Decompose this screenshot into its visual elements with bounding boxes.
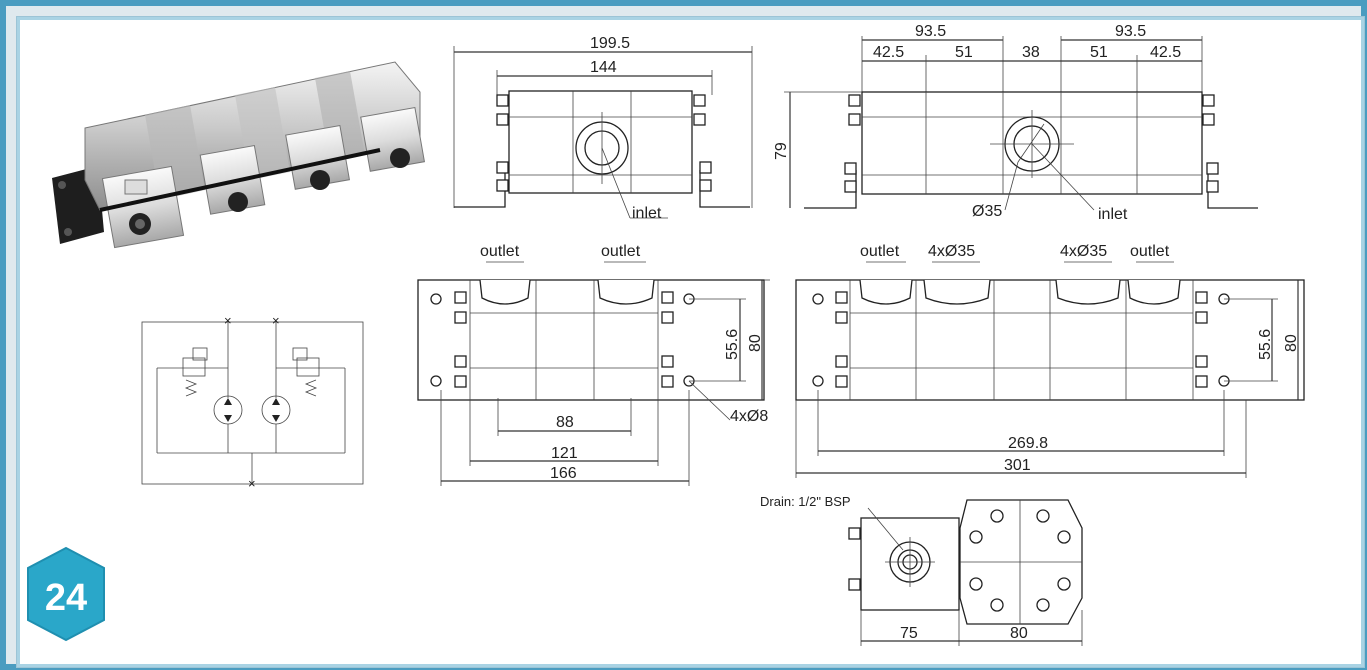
segment-dim-1: 42.5 <box>873 44 904 61</box>
mid-left-view: outlet outlet 55.6 80 4xØ8 88 121 166 <box>417 243 770 486</box>
body-width-dim: 144 <box>590 59 617 76</box>
svg-text:×: × <box>248 476 256 491</box>
height-dim-left: 80 <box>747 334 764 352</box>
hole-spec-label: 4xØ8 <box>730 408 768 425</box>
segment-dim-2: 51 <box>955 44 973 61</box>
dim-121: 121 <box>551 445 578 462</box>
svg-text:×: × <box>224 313 232 328</box>
hydraulic-schematic: × × × <box>141 313 364 491</box>
outlet-label-2: outlet <box>601 243 641 260</box>
outlet-label-3: outlet <box>860 243 900 260</box>
svg-text:×: × <box>272 313 280 328</box>
segment-dim-3: 38 <box>1022 44 1040 61</box>
mid-right-view: outlet 4xØ35 4xØ35 outlet 55.6 80 269.8 … <box>795 243 1305 478</box>
top-front-view: 199.5 144 inlet <box>453 35 753 222</box>
top-side-view: 93.5 93.5 42.5 51 38 51 42.5 79 Ø35 inle… <box>773 23 1258 223</box>
segment-dim-5: 42.5 <box>1150 44 1181 61</box>
top-dim-right: 93.5 <box>1115 23 1146 40</box>
height-dim-right: 80 <box>1283 334 1300 352</box>
port-spec-label-2: 4xØ35 <box>1060 243 1107 260</box>
port-spec-label-1: 4xØ35 <box>928 243 975 260</box>
overall-width-dim: 199.5 <box>590 35 630 52</box>
dim-80: 80 <box>1010 625 1028 642</box>
inlet-label: inlet <box>632 205 662 222</box>
mount-spacing-dim-right: 55.6 <box>1257 329 1274 360</box>
mount-spacing-dim: 55.6 <box>724 329 741 360</box>
inlet-diameter-label: Ø35 <box>972 203 1002 220</box>
badge-text: 24 <box>45 577 87 619</box>
dim-269-8: 269.8 <box>1008 435 1048 452</box>
bottom-view: Drain: 1/2" BSP 75 80 <box>760 494 1083 646</box>
badge-24: 24 <box>27 546 105 642</box>
dim-88: 88 <box>556 414 574 431</box>
outlet-label-4: outlet <box>1130 243 1170 260</box>
outlet-label-1: outlet <box>480 243 520 260</box>
top-dim-left: 93.5 <box>915 23 946 40</box>
dim-166: 166 <box>550 465 577 482</box>
segment-dim-4: 51 <box>1090 44 1108 61</box>
inlet-label-side: inlet <box>1098 206 1128 223</box>
drain-label: Drain: 1/2" BSP <box>760 494 851 509</box>
product-photo <box>52 61 426 249</box>
dim-301: 301 <box>1004 457 1031 474</box>
height-dim: 79 <box>773 142 790 160</box>
dim-75: 75 <box>900 625 918 642</box>
